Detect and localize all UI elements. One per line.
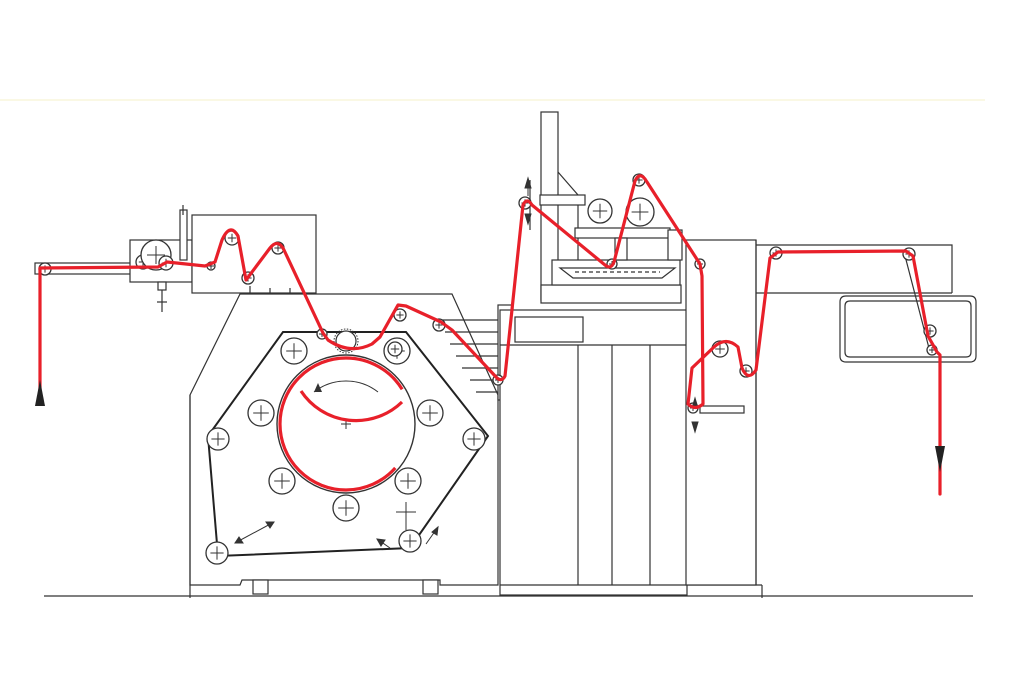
roller (394, 467, 422, 495)
rotation-arrow-icon (313, 380, 379, 393)
center-tower (499, 111, 762, 596)
roller (587, 198, 613, 224)
adjust-arrows (234, 176, 699, 549)
roller (398, 529, 422, 553)
roller (332, 494, 360, 522)
brush-roller-icon (333, 328, 359, 354)
roller (268, 467, 296, 495)
roller (205, 541, 229, 565)
roller (247, 399, 275, 427)
roller (280, 337, 308, 365)
inlet-arrow-icon (35, 380, 45, 406)
roller (416, 399, 444, 427)
main-drum (276, 354, 416, 494)
outlet-arrow-icon (935, 446, 945, 472)
web-path (38, 174, 942, 496)
roller (206, 427, 230, 451)
flow-arrows (35, 380, 945, 472)
roller (387, 341, 403, 357)
roller (462, 427, 486, 451)
rewind-section (685, 239, 977, 598)
